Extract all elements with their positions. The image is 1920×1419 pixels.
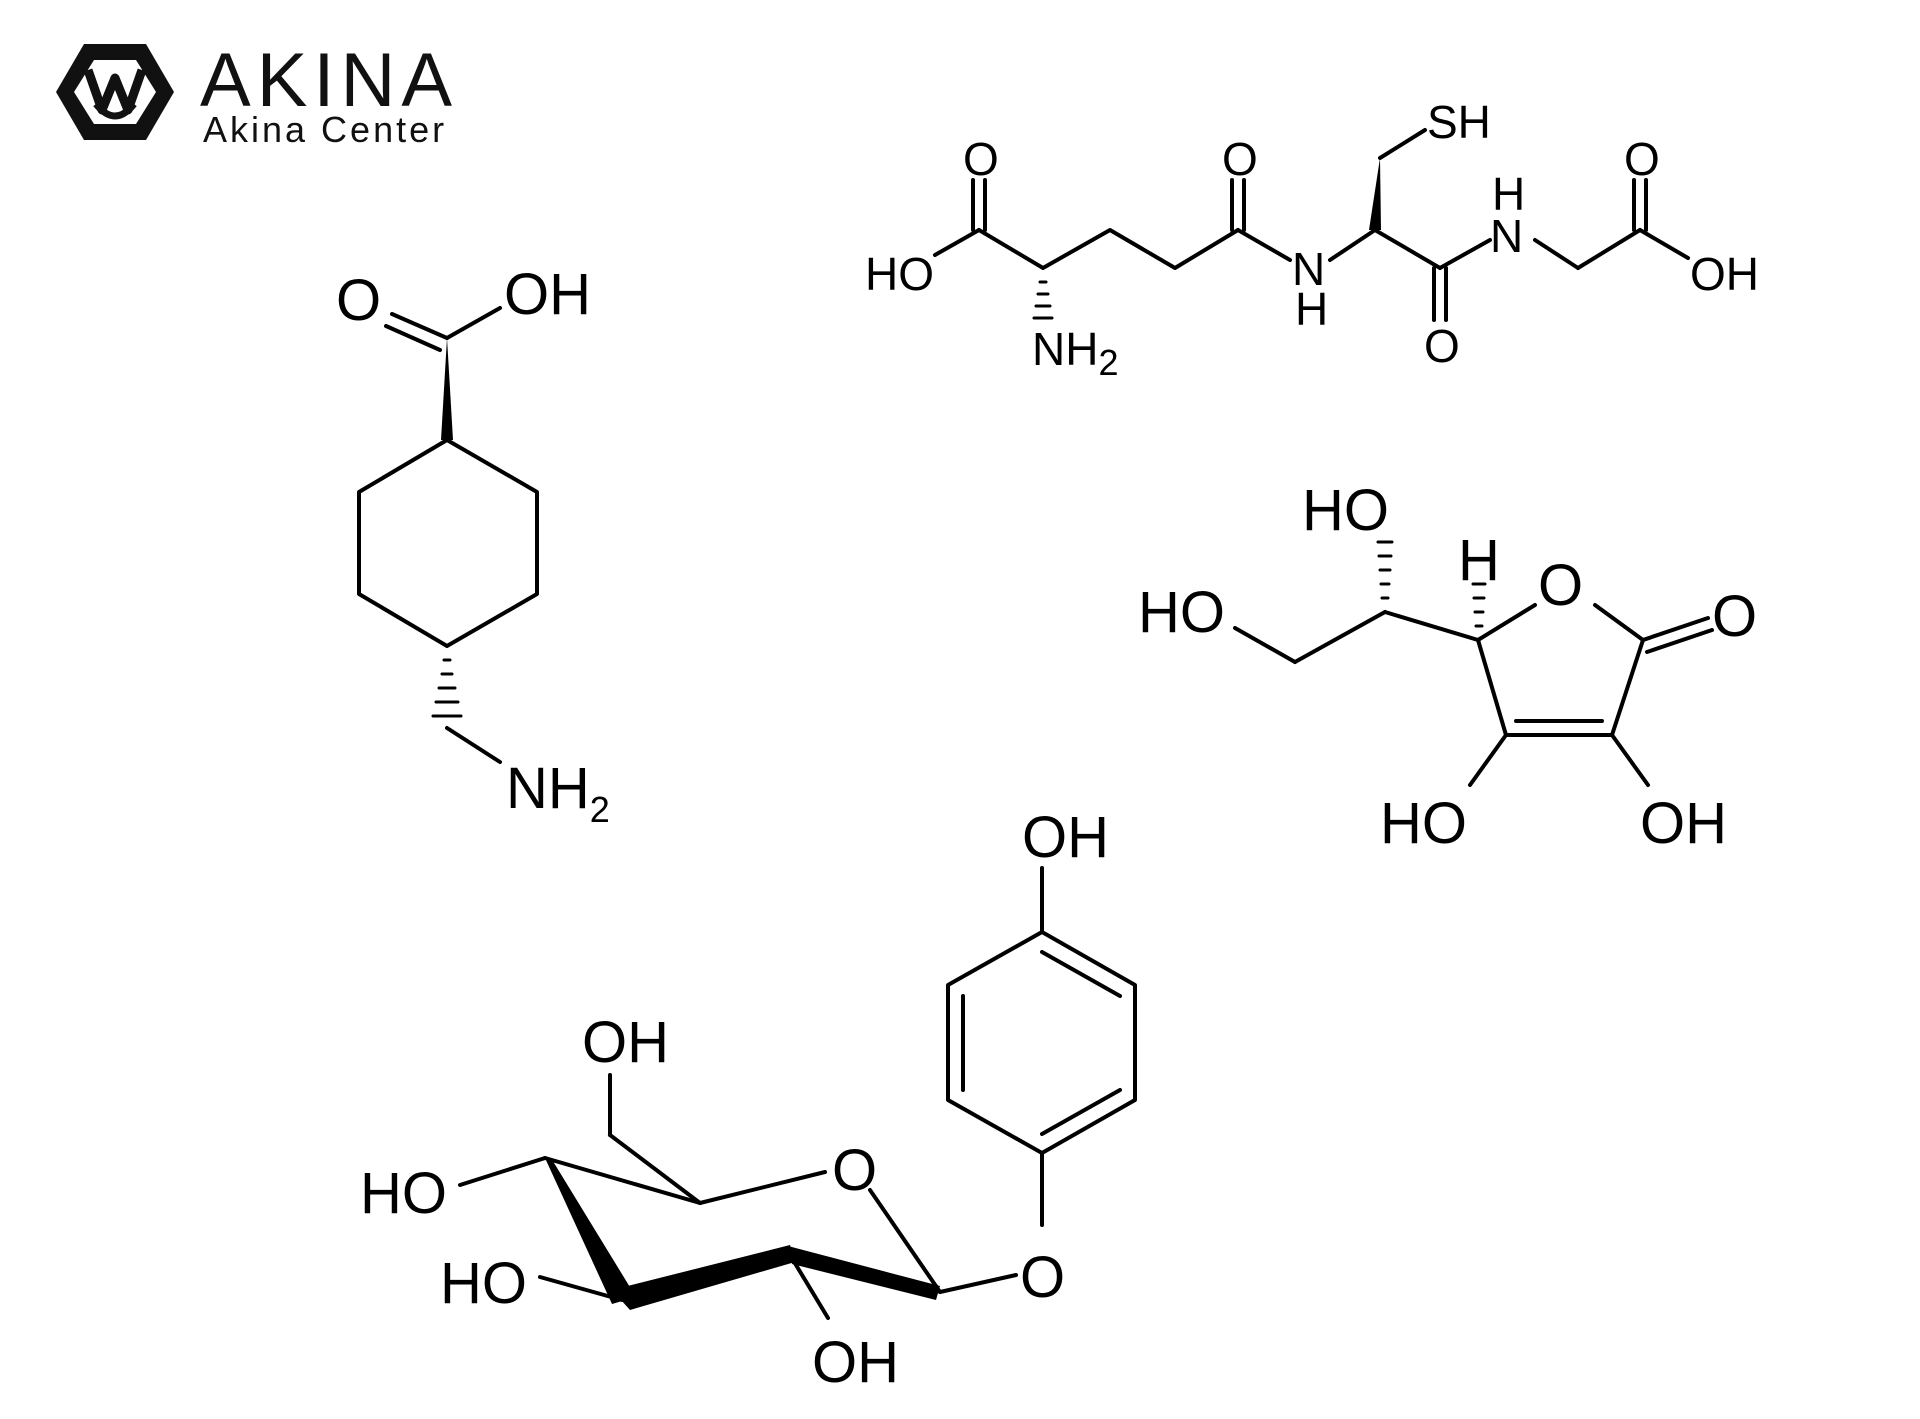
hydroxyl-label: OH — [504, 262, 591, 327]
amide-n-label: N — [1292, 243, 1325, 295]
bold-bond — [612, 1245, 795, 1310]
amine-label: NH2 — [506, 756, 610, 830]
hexagon-monogram-icon — [56, 44, 174, 140]
hydrogen-label: H — [1458, 528, 1500, 593]
phenol-hydroxyl-label: OH — [1022, 805, 1109, 870]
carbonyl-o-label: O — [1624, 133, 1660, 185]
hydroxyl-label: HO — [865, 248, 934, 300]
amide-h-label: H — [1295, 283, 1328, 335]
logo-wordmark: AKINA — [200, 38, 458, 123]
akina-logo: AKINA Akina Center — [56, 38, 458, 150]
logo-subtitle: Akina Center — [203, 109, 447, 150]
hashed-bond — [1471, 582, 1487, 628]
hydroxyl-label: OH — [812, 1330, 899, 1395]
bold-bond — [545, 1158, 636, 1304]
amide-h-label: H — [1492, 168, 1525, 220]
amide-n-label: N — [1490, 210, 1523, 262]
ring-oxygen-label: O — [1538, 553, 1583, 618]
thiol-label: SH — [1427, 96, 1491, 148]
wedge-bond — [1369, 158, 1381, 230]
ascorbic-acid-structure: HO HO H O O HO OH — [1138, 478, 1757, 856]
benzene-ring — [946, 930, 1137, 1155]
wedge-bond — [441, 338, 453, 440]
glutathione-structure: SH HO O O N H NH2 O H N O OH — [865, 96, 1759, 383]
hydroxyl-label: HO — [1302, 478, 1389, 543]
keto-oxygen-label: O — [1712, 584, 1757, 649]
hydroxyl-label: HO — [440, 1251, 527, 1316]
carbonyl-o-label: O — [1424, 320, 1460, 372]
ring-oxygen-label: O — [832, 1138, 877, 1203]
hashed-bond — [1376, 540, 1394, 600]
amine-label: NH2 — [1032, 323, 1118, 383]
tranexamic-acid-structure: O OH NH2 — [336, 262, 610, 830]
hydroxyl-label: HO — [1380, 791, 1467, 856]
cyclohexane-ring — [357, 438, 539, 648]
hydroxyl-label: OH — [1640, 791, 1727, 856]
carbonyl-o-label: O — [1222, 133, 1258, 185]
hashed-bond — [1032, 280, 1054, 320]
hydroxyl-label: OH — [1690, 248, 1759, 300]
glycosidic-oxygen-label: O — [1020, 1245, 1065, 1310]
bold-bond — [788, 1246, 940, 1300]
hydroxyl-label: OH — [582, 1010, 669, 1075]
arbutin-structure: OH OH HO HO O O OH — [360, 805, 1137, 1395]
carbonyl-o-label: O — [963, 133, 999, 185]
hydroxyl-label: HO — [1138, 580, 1225, 645]
carbonyl-o-label: O — [336, 268, 381, 333]
hydroxyl-label: HO — [360, 1161, 447, 1226]
hashed-bond — [431, 658, 463, 718]
